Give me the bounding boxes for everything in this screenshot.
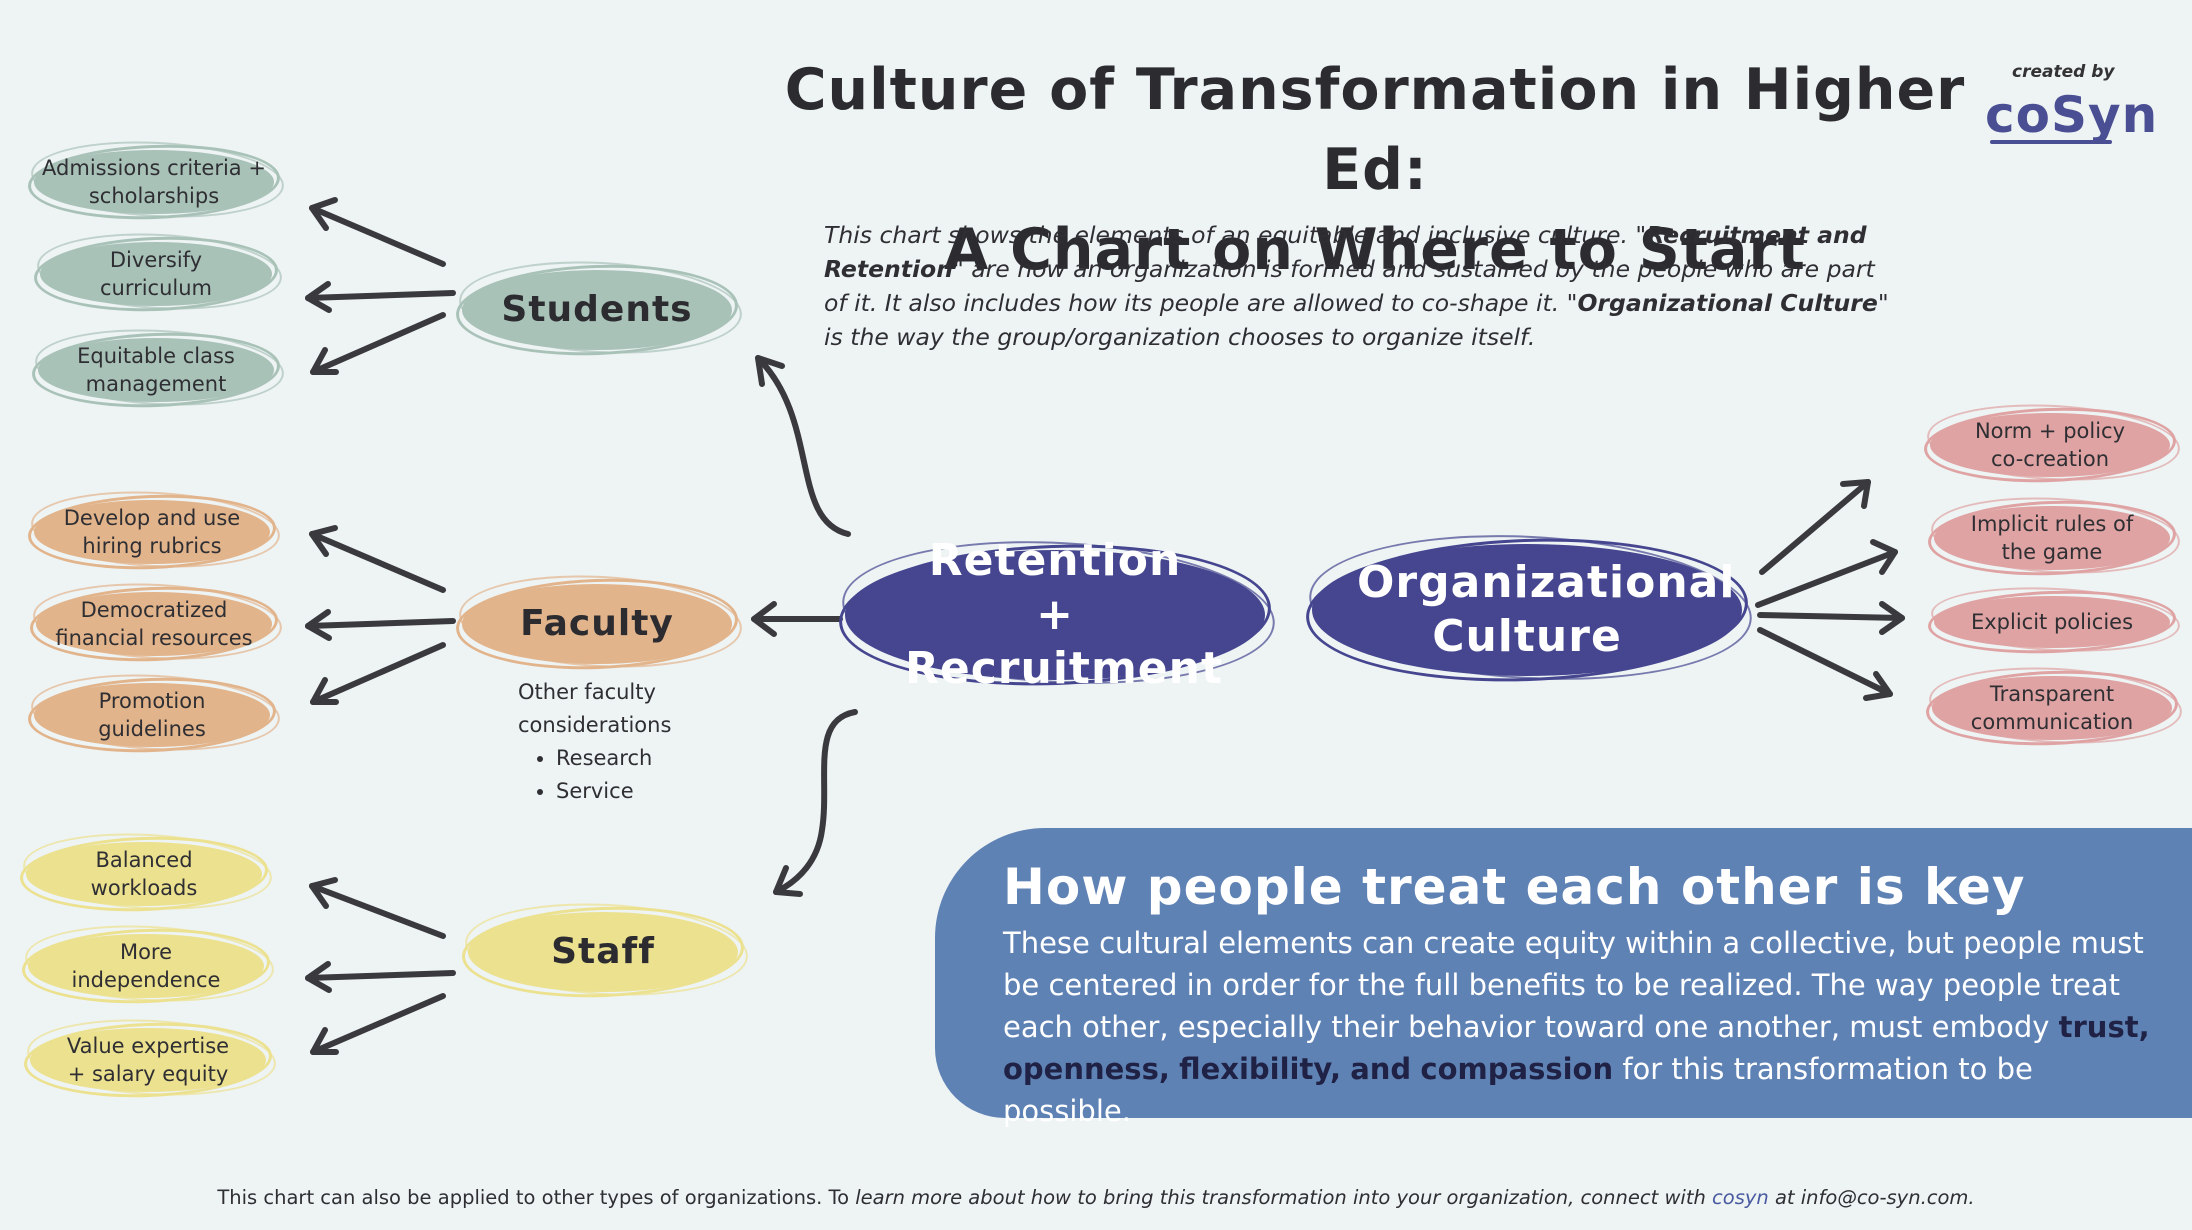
arrow-to-staff bbox=[773, 709, 858, 897]
key-body-start: These cultural elements can create equit… bbox=[1003, 926, 2144, 1044]
culture-item-1: Norm + policy co-creation bbox=[1922, 398, 2182, 487]
students-node: Students bbox=[454, 254, 745, 361]
key-callout-body: These cultural elements can create equit… bbox=[1003, 922, 2153, 1132]
title-line-1: Culture of Transformation in Higher Ed: bbox=[784, 57, 1966, 203]
faculty-item-1: Develop and use hiring rubrics bbox=[26, 485, 282, 574]
footer-brand-link[interactable]: cosyn bbox=[1712, 1186, 1769, 1209]
faculty-item-1-label: Develop and use hiring rubrics bbox=[63, 506, 241, 558]
intro-part-2: " are how an organization is formed and … bbox=[824, 255, 1875, 317]
arrow-to-faculty bbox=[751, 601, 843, 637]
key-body-end: for this transformation to be possible. bbox=[1003, 1052, 2033, 1128]
key-word-flexibility: flexibility, bbox=[1179, 1052, 1341, 1086]
intro-term-culture: Organizational Culture bbox=[1577, 289, 1878, 317]
faculty-node: Faculty bbox=[454, 568, 745, 675]
faculty-label: Faculty bbox=[520, 603, 674, 644]
culture-item-4: Transparent communication bbox=[1924, 661, 2184, 750]
faculty-other-title: Other faculty considerations bbox=[518, 680, 672, 737]
title-line-2: A Chart on Where to Start bbox=[944, 217, 1806, 283]
arrow-faculty-1 bbox=[309, 525, 446, 593]
students-item-1: Admissions criteria + scholarships bbox=[26, 135, 286, 224]
footer-part-2: learn more about how to bring this trans… bbox=[855, 1186, 1713, 1209]
key-word-and: and bbox=[1350, 1052, 1412, 1086]
faculty-item-2: Democratized financial resources bbox=[28, 577, 284, 666]
logo-underline bbox=[1990, 140, 2112, 144]
faculty-other-item-service: Service bbox=[556, 775, 678, 808]
faculty-other-considerations: Other faculty considerations Research Se… bbox=[518, 676, 678, 808]
intro-text: This chart shows the elements of an equi… bbox=[824, 218, 1904, 354]
intro-part-3: " is the way the group/organization choo… bbox=[824, 289, 1889, 351]
cosyn-logo: coSyn bbox=[1985, 86, 2159, 144]
footer-note: This chart can also be applied to other … bbox=[0, 1186, 2192, 1209]
staff-item-3: Value expertise + salary equity bbox=[22, 1013, 278, 1102]
staff-item-3-label: Value expertise + salary equity bbox=[66, 1034, 230, 1086]
footer-part-1: This chart can also be applied to other … bbox=[217, 1186, 856, 1209]
culture-item-1-label: Norm + policy co-creation bbox=[1974, 419, 2126, 471]
organizational-culture-node: Organizational Culture bbox=[1303, 524, 1756, 691]
page-title: Culture of Transformation in Higher Ed: … bbox=[780, 50, 1970, 290]
arrow-students-2 bbox=[305, 281, 456, 313]
key-callout-box bbox=[935, 828, 2192, 1118]
created-by-label: created by bbox=[2012, 62, 2115, 82]
students-label: Students bbox=[501, 289, 693, 330]
arrow-to-students bbox=[755, 355, 851, 537]
key-word-compassion: compassion bbox=[1420, 1052, 1614, 1086]
culture-item-3: Explicit policies bbox=[1926, 581, 2182, 658]
arrow-staff-1 bbox=[309, 877, 446, 939]
staff-label: Staff bbox=[551, 931, 655, 972]
faculty-item-3: Promotion guidelines bbox=[26, 668, 282, 757]
retention-recruitment-node: Retention + Recruitment bbox=[836, 530, 1279, 695]
staff-item-2: More independence bbox=[20, 919, 276, 1008]
faculty-item-3-label: Promotion guidelines bbox=[98, 689, 206, 741]
arrow-students-1 bbox=[309, 197, 446, 267]
footer-part-3: at info@co-syn.com. bbox=[1768, 1186, 1975, 1209]
culture-item-2-label: Implicit rules of the game bbox=[1970, 512, 2134, 564]
arrow-culture-1 bbox=[1759, 479, 1871, 575]
staff-node: Staff bbox=[460, 896, 751, 1003]
students-item-1-label: Admissions criteria + scholarships bbox=[42, 156, 266, 208]
key-word-trust: trust, bbox=[2058, 1010, 2150, 1044]
faculty-other-list: Research Service bbox=[518, 742, 678, 808]
culture-item-2: Implicit rules of the game bbox=[1926, 491, 2182, 580]
arrow-culture-2 bbox=[1755, 539, 1898, 608]
arrow-culture-3 bbox=[1757, 601, 1905, 635]
retention-recruitment-label: Retention + Recruitment bbox=[905, 535, 1223, 694]
organizational-culture-label: Organizational Culture bbox=[1357, 557, 1736, 662]
key-word-openness: openness, bbox=[1003, 1052, 1170, 1086]
faculty-item-2-label: Democratized financial resources bbox=[55, 598, 253, 650]
staff-item-2-label: More independence bbox=[71, 940, 221, 992]
arrow-staff-2 bbox=[305, 961, 456, 993]
arrow-staff-3 bbox=[310, 993, 446, 1055]
students-item-3-label: Equitable class management bbox=[77, 344, 235, 396]
culture-item-4-label: Transparent communication bbox=[1970, 682, 2134, 734]
students-item-3: Equitable class management bbox=[30, 323, 286, 412]
staff-item-1-label: Balanced workloads bbox=[90, 848, 198, 900]
arrow-faculty-3 bbox=[310, 642, 446, 705]
intro-term-recruitment: Recruitment and Retention bbox=[824, 221, 1867, 283]
culture-item-3-label: Explicit policies bbox=[1970, 610, 2134, 634]
faculty-other-item-research: Research bbox=[556, 742, 678, 775]
students-item-2-label: Diversify curriculum bbox=[99, 248, 213, 300]
staff-item-1: Balanced workloads bbox=[18, 827, 274, 916]
students-item-2: Diversify curriculum bbox=[32, 227, 284, 316]
intro-part-1: This chart shows the elements of an equi… bbox=[824, 221, 1647, 249]
arrow-students-3 bbox=[310, 312, 446, 375]
arrow-culture-4 bbox=[1757, 627, 1893, 701]
key-callout-title: How people treat each other is key bbox=[1003, 858, 2026, 916]
arrow-faculty-2 bbox=[305, 609, 456, 641]
